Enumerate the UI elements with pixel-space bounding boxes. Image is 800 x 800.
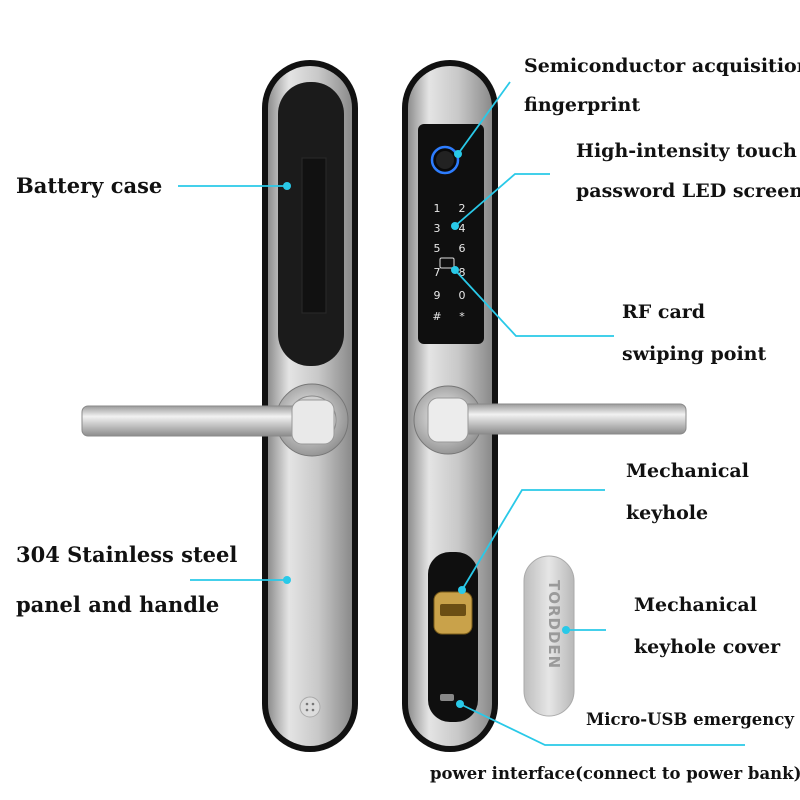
keypad-key: 0	[459, 289, 466, 302]
keypad-screen	[418, 124, 484, 344]
keypad-key: 7	[434, 266, 441, 279]
keypad-key: 5	[434, 242, 441, 255]
callout-dots	[283, 150, 570, 708]
rf-card-icon	[439, 257, 455, 269]
brand-logo-text: TORDDEN	[545, 580, 563, 669]
keypad-key: 9	[434, 289, 441, 302]
fingerprint-label-1: Semiconductor acquisition	[524, 55, 800, 77]
keypad-key: 1	[434, 202, 441, 215]
front-panel: 1 2 3 4 5 6 7 8 9 0 # *	[402, 60, 687, 752]
rf-label-1: RF card	[622, 301, 706, 323]
keyhole-cover: TORDDEN	[523, 555, 575, 717]
keypad-key: *	[459, 310, 465, 323]
cover-label-2: keyhole cover	[634, 636, 781, 658]
cover-label-1: Mechanical	[634, 594, 757, 616]
keypad-key: #	[432, 310, 441, 323]
usb-port	[440, 694, 454, 701]
touch-label-2: password LED screen	[576, 180, 800, 202]
keyhole-label-1: Mechanical	[626, 460, 749, 482]
screw-hole	[299, 696, 321, 718]
touch-label-1: High-intensity touch	[576, 140, 797, 162]
usb-label-2: power interface(connect to power bank)	[430, 764, 800, 783]
keypad-key: 8	[459, 266, 466, 279]
keyhole-label-2: keyhole	[626, 502, 709, 524]
back-handle	[81, 405, 323, 437]
back-panel	[81, 60, 358, 752]
stainless-label-2: panel and handle	[16, 592, 220, 617]
keypad-key: 4	[459, 222, 466, 235]
battery-case-label: Battery case	[16, 173, 163, 198]
callout-lines	[178, 81, 745, 746]
stainless-label-1: 304 Stainless steel	[16, 542, 238, 567]
keypad-key: 2	[459, 202, 466, 215]
usb-label-1: Micro-USB emergency	[586, 710, 794, 729]
keypad-key: 3	[434, 222, 441, 235]
keypad-key: 6	[459, 242, 466, 255]
rf-label-2: swiping point	[622, 343, 767, 365]
fingerprint-label-2: fingerprint	[524, 94, 641, 116]
